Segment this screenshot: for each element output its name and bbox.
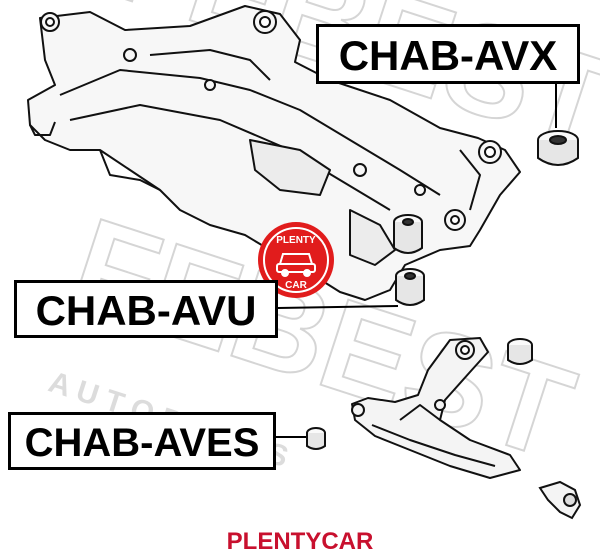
footer-brand: PLENTYCAR bbox=[226, 528, 374, 555]
callout-chab-avu: CHAB-AVU bbox=[14, 280, 278, 338]
control-arm-drawing bbox=[351, 337, 521, 479]
callout-chab-aves: CHAB-AVES bbox=[8, 412, 276, 470]
bushing-aves bbox=[306, 427, 326, 450]
callout-chab-avx: CHAB-AVX bbox=[316, 24, 580, 84]
stamp-text-bottom: CAR bbox=[285, 280, 307, 291]
leader-avu bbox=[277, 305, 399, 309]
car-icon bbox=[276, 253, 316, 277]
bushing-arm-front bbox=[507, 338, 533, 365]
leader-lines bbox=[276, 82, 557, 438]
bushing-avu bbox=[395, 268, 425, 306]
bushing-upper-mount bbox=[393, 214, 423, 254]
stamp-text-top: PLENTY bbox=[276, 235, 316, 246]
plentycar-stamp: PLENTY CAR bbox=[258, 222, 334, 298]
ball-joint bbox=[538, 480, 582, 520]
bushing-avx bbox=[537, 130, 579, 166]
